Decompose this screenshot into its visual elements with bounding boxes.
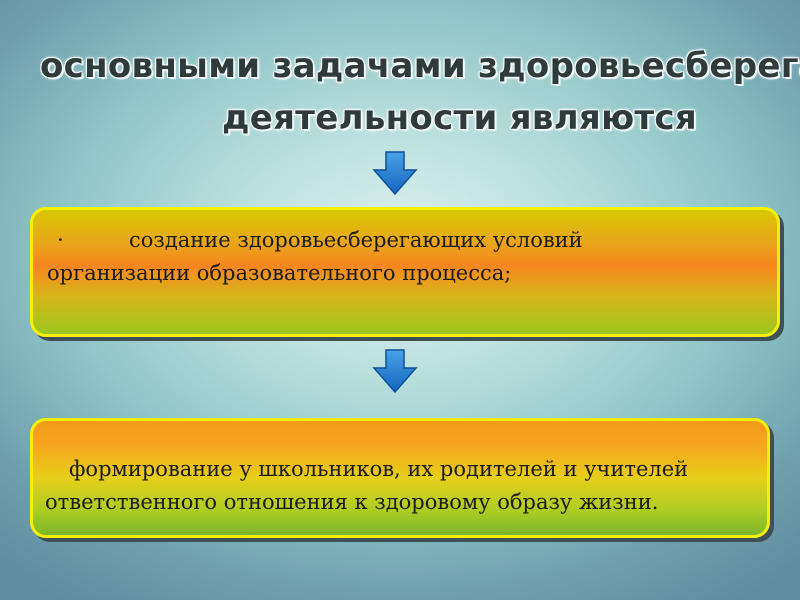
task-2-text-line1: формирование у школьников, их родителей …	[69, 457, 689, 481]
task-1-text-line2: организации образовательного процесса;	[47, 261, 512, 285]
task-1-text-line1: создание здоровьесберегающих условий	[129, 228, 583, 252]
task-1-line1: · создание здоровьесберегающих условий	[47, 224, 761, 257]
arrow-down-icon	[372, 151, 418, 196]
task-2-text-line2: ответственного отношения к здоровому обр…	[45, 490, 659, 514]
arrow-down-icon	[372, 349, 418, 394]
bullet-marker: ·	[57, 228, 64, 252]
task-2-line1: формирование у школьников, их родителей …	[45, 453, 751, 486]
slide-title-line2: деятельности являются	[222, 98, 698, 138]
task-box-2: формирование у школьников, их родителей …	[30, 418, 770, 538]
task-box-1: · создание здоровьесберегающих условий ор…	[30, 207, 780, 337]
slide-title-line1: основными задачами здоровьесберегающей	[40, 46, 800, 86]
